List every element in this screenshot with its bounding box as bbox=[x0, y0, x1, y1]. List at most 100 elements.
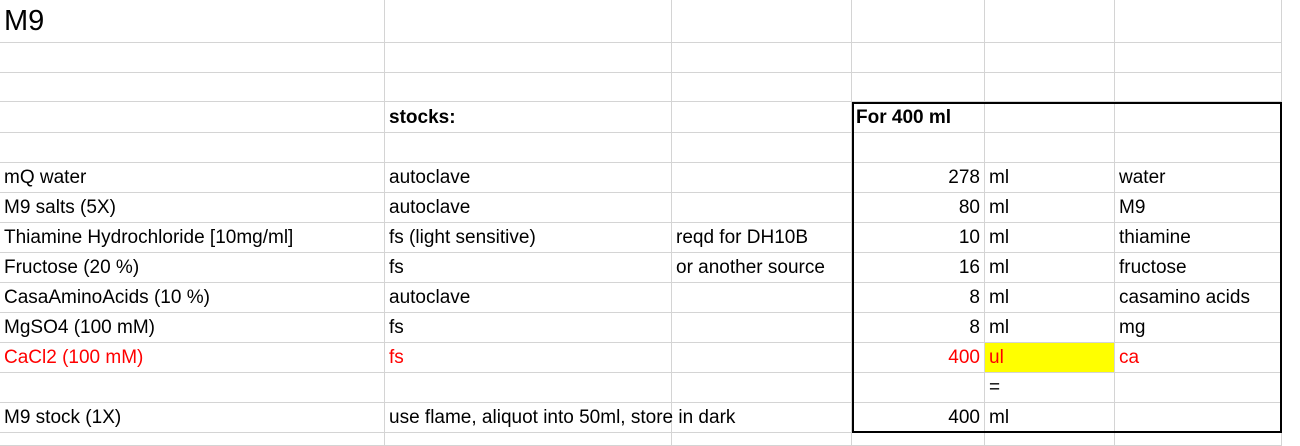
cell-stock-prep[interactable]: use flame, aliquot into 50ml, store in d… bbox=[385, 403, 735, 433]
cell-unit-highlighted[interactable]: ul bbox=[985, 343, 1115, 373]
cell-note[interactable] bbox=[672, 193, 852, 223]
cell-e3[interactable] bbox=[985, 73, 1115, 102]
cell-f2[interactable] bbox=[1115, 43, 1282, 73]
cell-c4[interactable] bbox=[672, 102, 852, 133]
cell-c3[interactable] bbox=[672, 73, 852, 102]
cell-reagent-name[interactable]: Thiamine Hydrochloride [10mg/ml] bbox=[0, 223, 385, 253]
cell-e5[interactable] bbox=[985, 133, 1115, 163]
cell-b15[interactable] bbox=[385, 433, 672, 446]
cell-stock-prep[interactable]: fs (light sensitive) bbox=[385, 223, 672, 253]
cell-a15[interactable] bbox=[0, 433, 385, 446]
cell-title[interactable]: M9 bbox=[0, 0, 385, 43]
sheet-row-8: Thiamine Hydrochloride [10mg/ml] fs (lig… bbox=[0, 223, 1300, 253]
cell-reagent-name[interactable]: M9 salts (5X) bbox=[0, 193, 385, 223]
cell-a3[interactable] bbox=[0, 73, 385, 102]
cell-e2[interactable] bbox=[985, 43, 1115, 73]
cell-a13[interactable] bbox=[0, 373, 385, 403]
cell-b1[interactable] bbox=[385, 0, 672, 43]
cell-unit[interactable]: ml bbox=[985, 223, 1115, 253]
cell-f1[interactable] bbox=[1115, 0, 1282, 43]
cell-d3[interactable] bbox=[852, 73, 985, 102]
cell-equals[interactable]: = bbox=[985, 373, 1115, 403]
cell-stock-prep[interactable]: autoclave bbox=[385, 283, 672, 313]
cell-note[interactable] bbox=[672, 283, 852, 313]
cell-amount[interactable]: 400 bbox=[852, 343, 985, 373]
cell-amount[interactable]: 8 bbox=[852, 313, 985, 343]
cell-short-name[interactable]: casamino acids bbox=[1115, 283, 1282, 313]
cell-a4[interactable] bbox=[0, 102, 385, 133]
cell-f5[interactable] bbox=[1115, 133, 1282, 163]
cell-f3[interactable] bbox=[1115, 73, 1282, 102]
cell-note[interactable]: or another source bbox=[672, 253, 852, 283]
cell-unit[interactable]: ml bbox=[985, 253, 1115, 283]
cell-total-unit[interactable]: ml bbox=[985, 403, 1115, 433]
cell-f15[interactable] bbox=[1115, 433, 1282, 446]
cell-reagent-name[interactable]: MgSO4 (100 mM) bbox=[0, 313, 385, 343]
cell-b2[interactable] bbox=[385, 43, 672, 73]
sheet-row-5 bbox=[0, 133, 1300, 163]
cell-c13[interactable] bbox=[672, 373, 852, 403]
cell-amount[interactable]: 16 bbox=[852, 253, 985, 283]
cell-e15[interactable] bbox=[985, 433, 1115, 446]
cell-short-name[interactable]: fructose bbox=[1115, 253, 1282, 283]
cell-unit[interactable]: ml bbox=[985, 283, 1115, 313]
cell-short-name[interactable]: mg bbox=[1115, 313, 1282, 343]
cell-reagent-name[interactable]: CaCl2 (100 mM) bbox=[0, 343, 385, 373]
cell-short-name[interactable]: ca bbox=[1115, 343, 1282, 373]
cell-d5[interactable] bbox=[852, 133, 985, 163]
cell-a5[interactable] bbox=[0, 133, 385, 163]
cell-short-name[interactable]: thiamine bbox=[1115, 223, 1282, 253]
cell-a2[interactable] bbox=[0, 43, 385, 73]
sheet-row-15 bbox=[0, 433, 1300, 446]
cell-c2[interactable] bbox=[672, 43, 852, 73]
cell-short-name[interactable]: M9 bbox=[1115, 193, 1282, 223]
cell-amount[interactable]: 80 bbox=[852, 193, 985, 223]
cell-reagent-name[interactable]: CasaAminoAcids (10 %) bbox=[0, 283, 385, 313]
cell-total-amount[interactable]: 400 bbox=[852, 403, 985, 433]
cell-c15[interactable] bbox=[672, 433, 852, 446]
cell-d15[interactable] bbox=[852, 433, 985, 446]
cell-unit[interactable]: ml bbox=[985, 193, 1115, 223]
cell-amount[interactable]: 10 bbox=[852, 223, 985, 253]
cell-amount[interactable]: 8 bbox=[852, 283, 985, 313]
cell-note[interactable] bbox=[672, 313, 852, 343]
cell-note[interactable] bbox=[672, 403, 852, 433]
cell-d2[interactable] bbox=[852, 43, 985, 73]
cell-e4[interactable] bbox=[985, 102, 1115, 133]
sheet-row-14: M9 stock (1X) use flame, aliquot into 50… bbox=[0, 403, 1300, 433]
cell-stock-prep[interactable]: fs bbox=[385, 313, 672, 343]
sheet-row-1: M9 bbox=[0, 0, 1300, 43]
cell-short-name[interactable] bbox=[1115, 403, 1282, 433]
cell-reagent-name[interactable]: M9 stock (1X) bbox=[0, 403, 385, 433]
cell-d1[interactable] bbox=[852, 0, 985, 43]
sheet-row-12: CaCl2 (100 mM) fs 400 ul ca bbox=[0, 343, 1300, 373]
cell-note[interactable]: reqd for DH10B bbox=[672, 223, 852, 253]
cell-reagent-name[interactable]: mQ water bbox=[0, 163, 385, 193]
sheet-row-7: M9 salts (5X) autoclave 80 ml M9 bbox=[0, 193, 1300, 223]
cell-stock-prep[interactable]: fs bbox=[385, 253, 672, 283]
cell-stock-prep[interactable]: fs bbox=[385, 343, 672, 373]
cell-unit[interactable]: ml bbox=[985, 163, 1115, 193]
cell-reagent-name[interactable]: Fructose (20 %) bbox=[0, 253, 385, 283]
cell-unit[interactable]: ml bbox=[985, 313, 1115, 343]
cell-b3[interactable] bbox=[385, 73, 672, 102]
cell-stocks-header[interactable]: stocks: bbox=[385, 102, 672, 133]
cell-b5[interactable] bbox=[385, 133, 672, 163]
cell-stock-prep[interactable]: autoclave bbox=[385, 163, 672, 193]
cell-c5[interactable] bbox=[672, 133, 852, 163]
cell-b13[interactable] bbox=[385, 373, 672, 403]
cell-note[interactable] bbox=[672, 163, 852, 193]
cell-c1[interactable] bbox=[672, 0, 852, 43]
cell-volume-header[interactable]: For 400 ml bbox=[852, 102, 985, 133]
cell-amount[interactable]: 278 bbox=[852, 163, 985, 193]
cell-stock-prep[interactable]: autoclave bbox=[385, 193, 672, 223]
cell-short-name[interactable]: water bbox=[1115, 163, 1282, 193]
sheet-row-11: MgSO4 (100 mM) fs 8 ml mg bbox=[0, 313, 1300, 343]
sheet-row-2 bbox=[0, 43, 1300, 73]
cell-f4[interactable] bbox=[1115, 102, 1282, 133]
cell-d13[interactable] bbox=[852, 373, 985, 403]
cell-e1[interactable] bbox=[985, 0, 1115, 43]
cell-note[interactable] bbox=[672, 343, 852, 373]
cell-f13[interactable] bbox=[1115, 373, 1282, 403]
